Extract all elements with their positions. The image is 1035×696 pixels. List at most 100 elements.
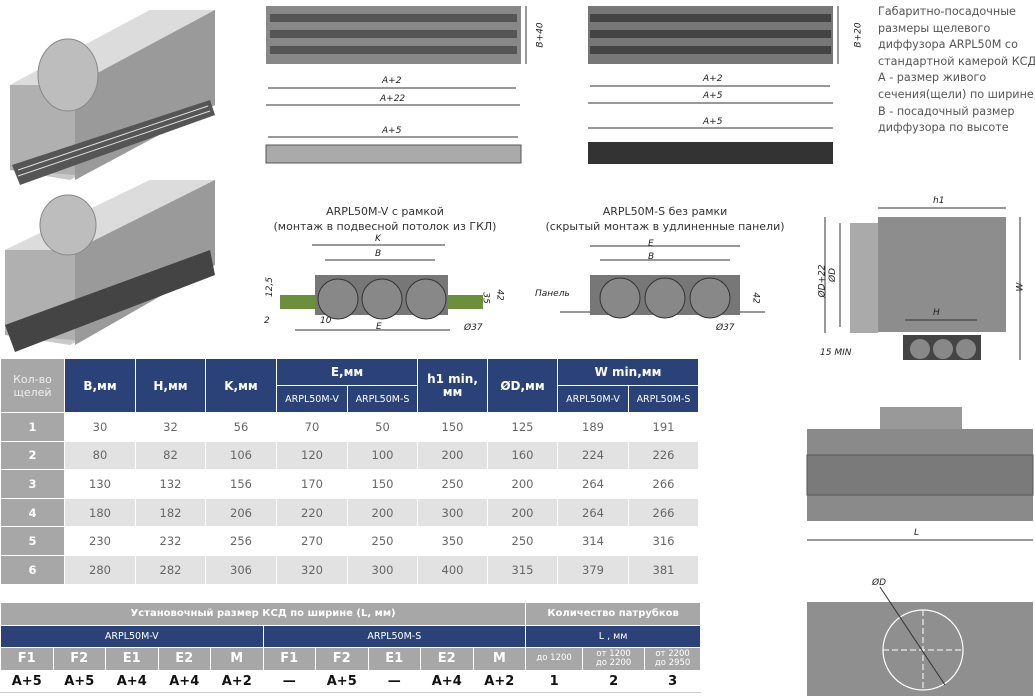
table-cell: 300: [347, 554, 418, 585]
front-view-chamber-drawing: [806, 407, 1034, 541]
dim-d37-s: Ø37: [716, 323, 735, 333]
table-cell: 200: [417, 440, 488, 471]
dim-a5-right: A+5: [703, 91, 723, 101]
section-s-title-text: ARPL50M-S без рамки: [602, 205, 728, 218]
table-cell: 224: [557, 440, 629, 471]
table-cell: 315: [487, 554, 558, 585]
installation-size-table: Установочный размер КСД по ширине (L, мм…: [0, 602, 702, 693]
dim-a2-right: A+2: [703, 74, 723, 84]
front-view-s-drawing: [588, 6, 839, 164]
length-range-text: до 2950: [654, 657, 691, 668]
table-cell: 56: [205, 412, 277, 442]
type-header: M: [472, 647, 527, 671]
table-cell: 160: [487, 440, 558, 471]
dim-42-v: 42: [494, 289, 505, 301]
table-cell: 156: [205, 469, 277, 499]
dim-b20: B+20: [853, 22, 864, 48]
side-view-drawing: [824, 207, 1021, 360]
table-cell: 280: [64, 554, 136, 585]
table-cell: 170: [276, 469, 348, 499]
model-s-header: ARPL50M-S: [262, 624, 527, 648]
dim-a5-left: A+5: [382, 126, 402, 136]
value-cell: —: [367, 669, 421, 693]
description-text: Габаритно-посадочные размеры щелевого ди…: [878, 5, 1035, 135]
dim-w: W: [1015, 282, 1026, 292]
dim-a22: A+22: [380, 94, 406, 104]
type-header: F2: [52, 647, 106, 671]
table-cell: 182: [135, 497, 206, 528]
dim-10: 10: [320, 316, 332, 326]
table-cell: 200: [347, 497, 418, 528]
value-cell: 2: [582, 669, 646, 693]
row-count-cell: 2: [0, 440, 65, 471]
type-header: E2: [420, 647, 474, 671]
dimensions-table: Кол-во щелей B,мм H,мм K,мм E,мм h1 min,…: [0, 358, 699, 585]
type-header: F1: [262, 647, 316, 671]
table-cell: 50: [347, 412, 418, 442]
header-e: E,мм: [276, 358, 418, 386]
length-header: L , мм: [525, 624, 702, 648]
table-cell: 220: [276, 497, 348, 528]
front-view-v-drawing: [265, 6, 527, 164]
dim-h1: h1: [933, 196, 945, 206]
table-cell: 32: [135, 412, 206, 442]
dim-d22: ØD+22: [817, 264, 828, 298]
header-w: W min,мм: [557, 358, 699, 386]
top-view-chamber-drawing: [807, 586, 1033, 696]
table-cell: 230: [64, 526, 136, 556]
type-header: M: [210, 647, 264, 671]
type-header: E2: [157, 647, 211, 671]
value-cell: 3: [644, 669, 702, 693]
value-cell: A+4: [157, 669, 211, 693]
section-v-title: ARPL50M-V с рамкой (монтаж в подвесной п…: [265, 204, 505, 234]
row-count-cell: 3: [0, 469, 65, 499]
value-cell: A+5: [0, 669, 54, 693]
table-cell: 200: [487, 497, 558, 528]
table-cell: 266: [628, 497, 699, 528]
table-cell: 350: [417, 526, 488, 556]
table-cell: 150: [417, 412, 488, 442]
dim-e-v: E: [376, 322, 382, 332]
value-cell: A+5: [52, 669, 106, 693]
table-cell: 30: [64, 412, 136, 442]
dim-2: 2: [264, 316, 270, 326]
type-header: F1: [0, 647, 54, 671]
header-b: B,мм: [64, 358, 136, 413]
table-cell: 282: [135, 554, 206, 585]
dim-d-side: ØD: [828, 267, 839, 283]
table-cell: 300: [417, 497, 488, 528]
dim-h: H: [933, 308, 940, 318]
table-cell: 314: [557, 526, 629, 556]
table-cell: 320: [276, 554, 348, 585]
dim-a2-left: A+2: [382, 76, 402, 86]
dim-l: L: [914, 528, 920, 538]
table-cell: 266: [628, 469, 699, 499]
dim-d-top: ØD: [872, 578, 887, 588]
header-w-v: ARPL50M-V: [557, 385, 629, 413]
header-k: K,мм: [205, 358, 277, 413]
length-range-header: до 1200: [525, 647, 584, 671]
value-cell: A+2: [472, 669, 527, 693]
length-range-text: от 1200: [596, 648, 631, 659]
dim-15min: 15 MIN: [820, 348, 852, 358]
dim-k: K: [375, 234, 381, 244]
section-s-subtitle: (скрытый монтаж в удлиненные панели): [545, 220, 785, 233]
table-cell: 316: [628, 526, 699, 556]
installation-title: Установочный размер КСД по ширине (L, мм…: [0, 602, 527, 626]
value-cell: A+5: [315, 669, 369, 693]
length-range-text: от 2200: [655, 648, 690, 659]
header-count: Кол-во щелей: [0, 358, 65, 413]
dim-b-v: B: [375, 249, 382, 259]
dim-e-s: E: [648, 239, 654, 249]
table-cell: 379: [557, 554, 629, 585]
table-cell: 250: [487, 526, 558, 556]
header-h1: h1 min, мм: [417, 358, 488, 413]
table-cell: 106: [205, 440, 277, 471]
type-header: F2: [315, 647, 369, 671]
header-w-s: ARPL50M-S: [628, 385, 699, 413]
